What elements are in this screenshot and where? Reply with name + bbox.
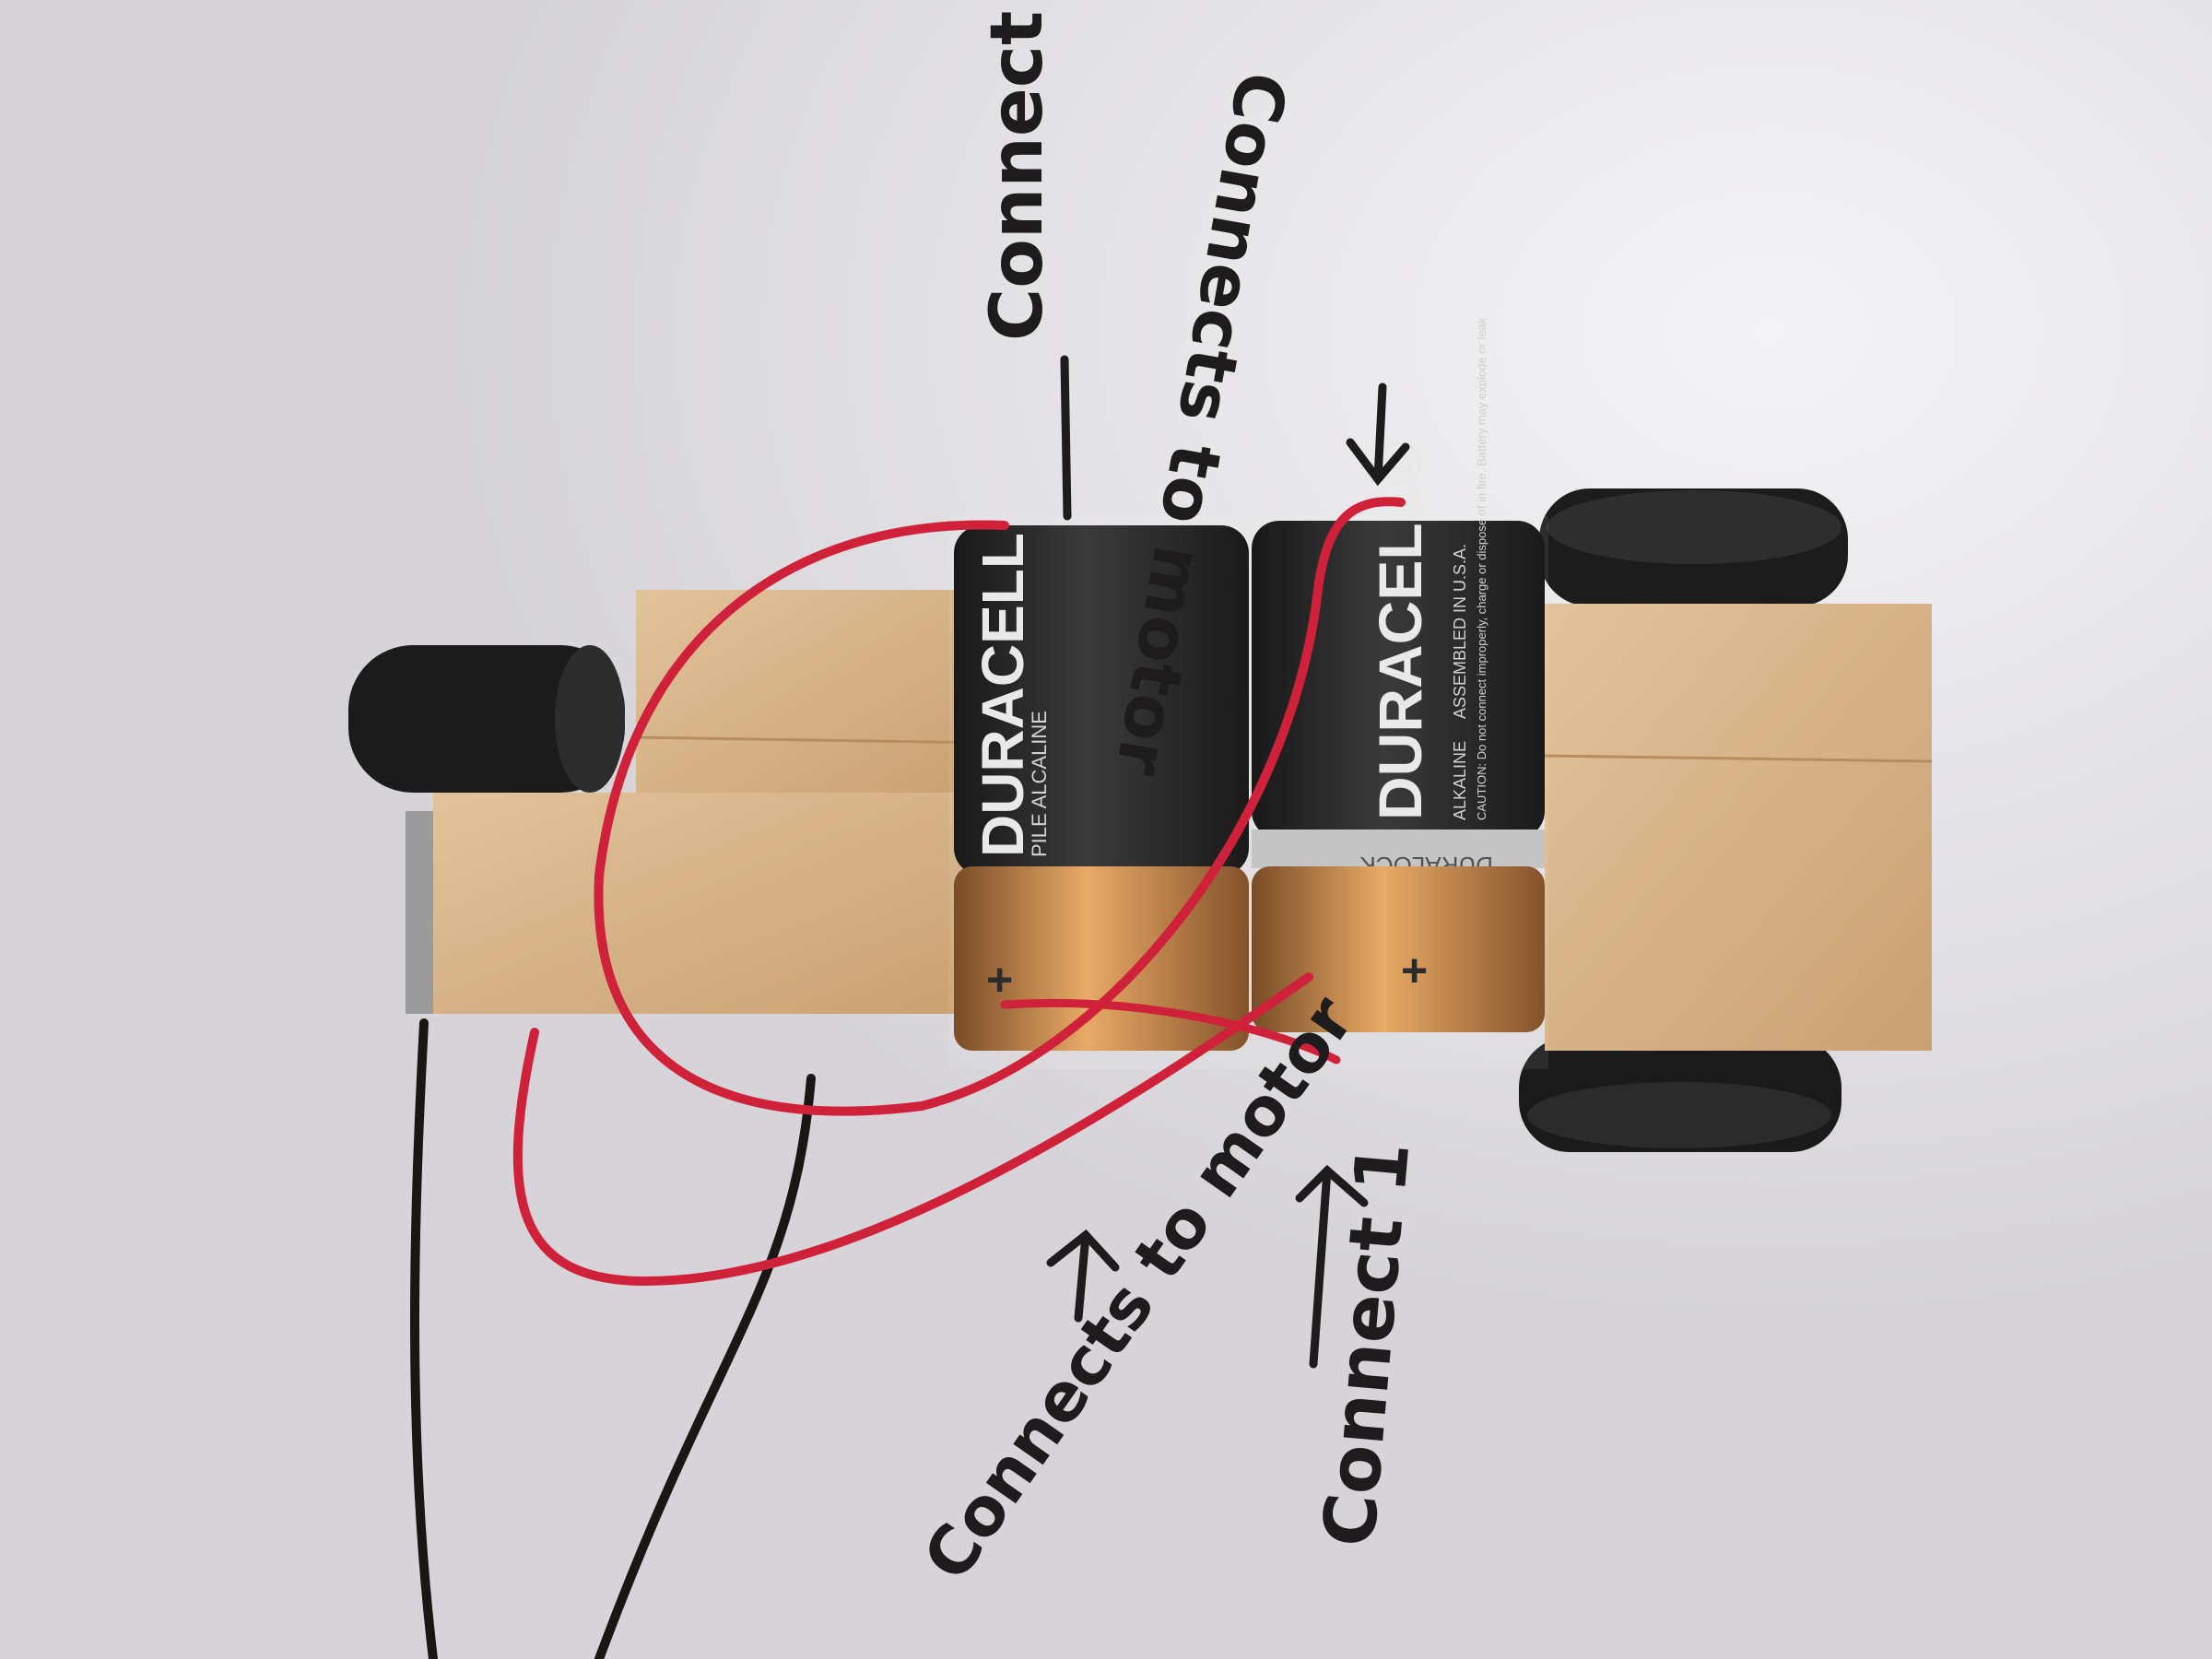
wheel-front-left xyxy=(348,645,625,793)
arrow-top-left xyxy=(1060,355,1072,521)
wires xyxy=(410,497,1406,1659)
annotation-connect-1-top: Connect #1 xyxy=(976,0,1059,341)
battery-right: DURALOCK DURACELL® ALKALINE ASSEMBLED IN… xyxy=(1252,317,1545,1032)
black-wire-1 xyxy=(410,1018,438,1659)
battery-left-plus: + xyxy=(986,954,1013,1006)
battery-right-type: ALKALINE xyxy=(1451,741,1469,820)
battery-left-subtitle: PILE ALCALINE xyxy=(1028,711,1051,857)
arrow-bottom-right xyxy=(1295,1164,1369,1369)
battery-left-brand: DURACELL xyxy=(970,533,1036,857)
wood-block-rear xyxy=(1545,604,1932,1051)
battery-left: DURACELL PILE ALCALINE + xyxy=(954,525,1249,1051)
clear-tape xyxy=(949,516,1548,1069)
wood-block-upper xyxy=(636,590,986,793)
wheel-rear-top xyxy=(1539,488,1848,606)
arrow-top-right xyxy=(1346,382,1410,487)
red-wire-motor-loop xyxy=(512,972,1313,1287)
black-wire-2 xyxy=(594,1074,816,1659)
arrows xyxy=(1046,355,1410,1369)
arrow-bottom-left xyxy=(1046,1229,1120,1323)
red-wire-right xyxy=(1000,998,1341,1065)
wheel-rear-bottom xyxy=(1519,1037,1841,1152)
battery-right-assembled: ASSEMBLED IN U.S.A. xyxy=(1451,544,1469,719)
battery-right-plus: + xyxy=(1401,945,1428,996)
red-wire-top-loop xyxy=(594,497,1406,1116)
wood-block-motor xyxy=(433,793,977,1014)
battery-right-caution: CAUTION: Do not connect improperly, char… xyxy=(1475,317,1488,820)
